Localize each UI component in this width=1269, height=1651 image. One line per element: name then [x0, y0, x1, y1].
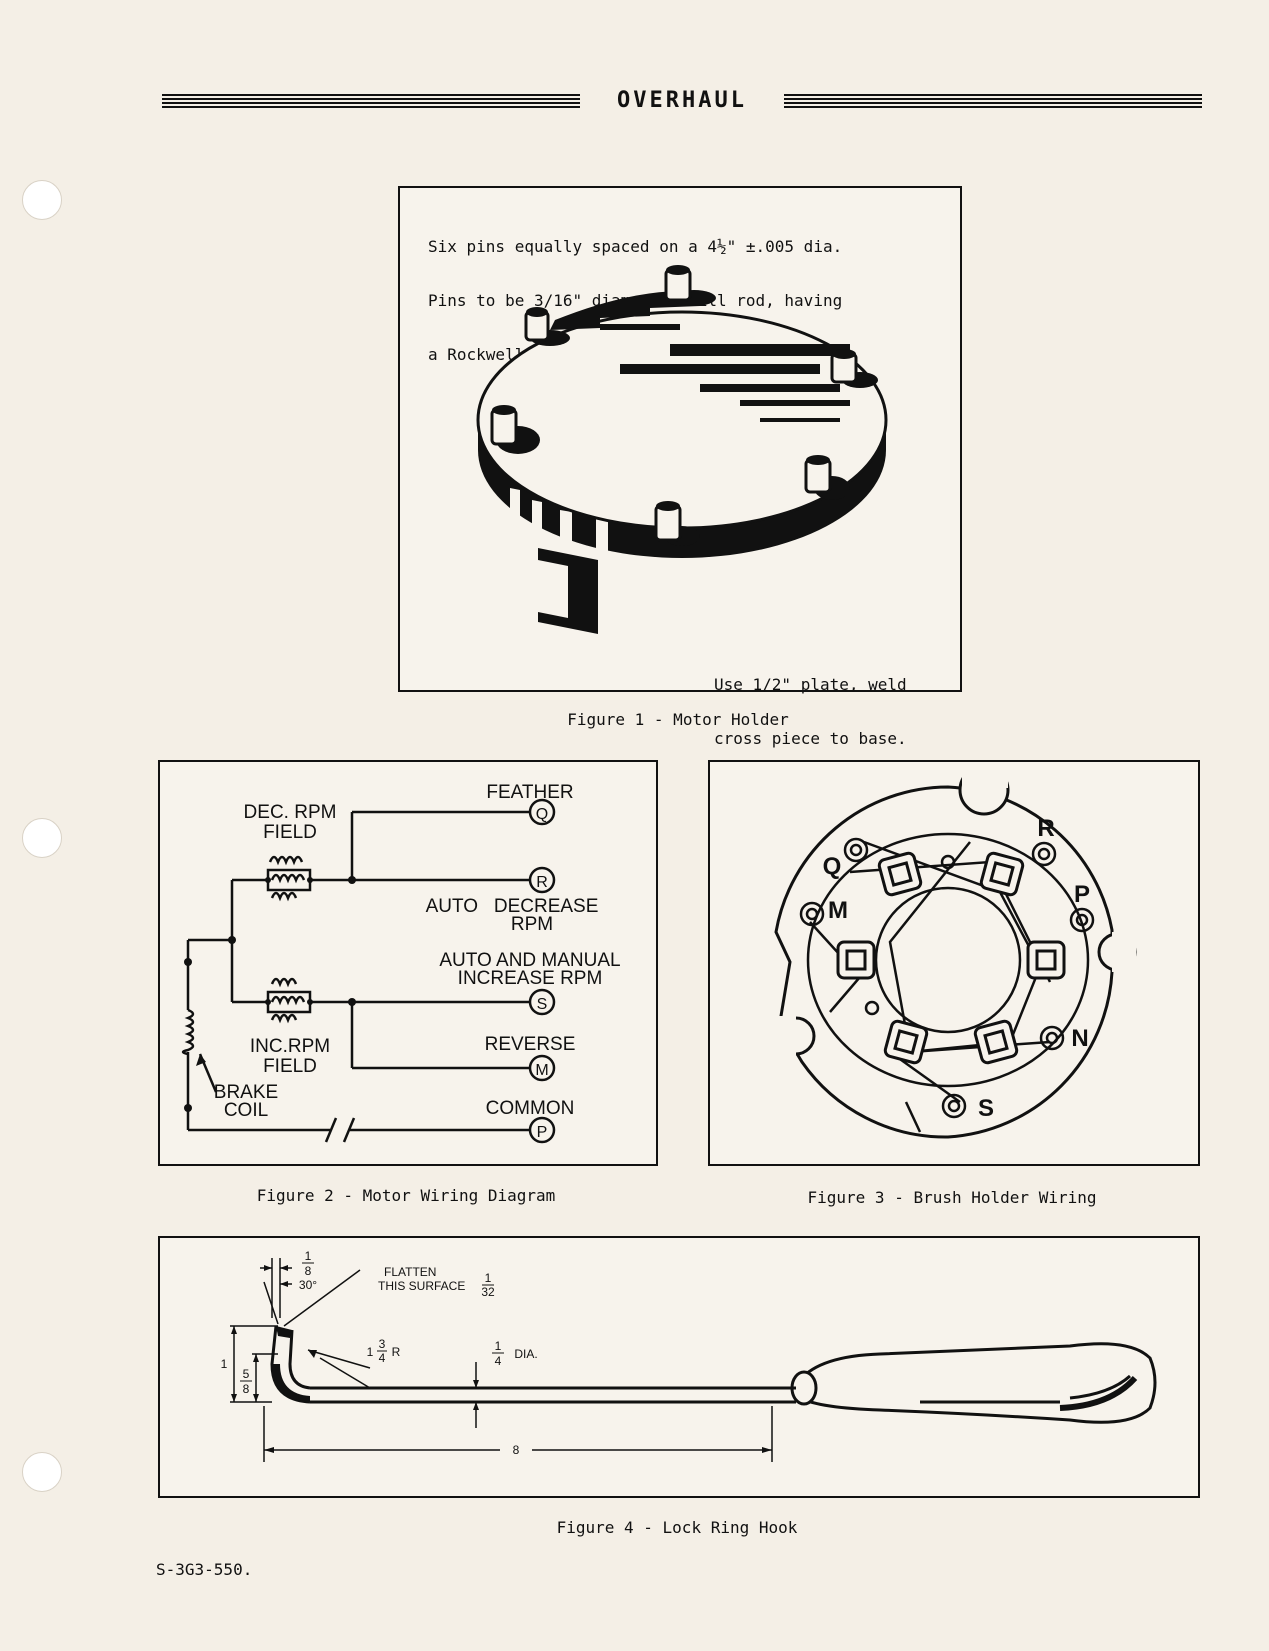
brush-holders	[836, 851, 1066, 1065]
dim-angle: 30°	[299, 1278, 317, 1292]
pin-2	[524, 307, 570, 346]
pin-6	[654, 501, 700, 546]
note-line: Use 1/2" plate, weld	[714, 675, 907, 694]
dia-num: 1	[495, 1339, 502, 1353]
terminal-r: R	[1037, 815, 1054, 842]
figure3-caption: Figure 3 - Brush Holder Wiring	[807, 1188, 1097, 1207]
label-auto-decrease: AUTO DECREASE	[426, 896, 599, 917]
figure1-caption: Figure 1 - Motor Holder	[567, 710, 789, 729]
radius-r: R	[392, 1345, 401, 1359]
header-rule-right	[784, 94, 1202, 108]
terminal-r: R	[536, 874, 548, 891]
dim-height: 1	[221, 1357, 228, 1371]
flatten-line-2: THIS SURFACE	[378, 1279, 465, 1293]
label-brake: BRAKE	[214, 1082, 278, 1103]
figure1-frame: Six pins equally spaced on a 4½" ±.005 d…	[398, 186, 962, 748]
figure4-frame: 1 8 30° FLATTEN THIS SURFACE 1 32 1 3 4 …	[158, 1236, 1200, 1498]
pin-3	[830, 349, 878, 388]
radius-den: 4	[379, 1351, 386, 1365]
motor-holder-drawing	[476, 265, 888, 634]
label-coil: COIL	[224, 1100, 268, 1121]
dim-top-num: 1	[305, 1249, 312, 1263]
terminal-q: Q	[823, 853, 842, 880]
label-dec-rpm: DEC. RPM	[244, 802, 337, 823]
flatten-num: 1	[485, 1271, 492, 1285]
radius-whole: 1	[367, 1345, 374, 1359]
terminal-m: M	[535, 1062, 548, 1079]
figure3-frame: R Q M P N S	[708, 760, 1200, 1166]
label-dec-field: FIELD	[263, 822, 317, 843]
flatten-den: 32	[481, 1285, 495, 1299]
pin-5	[804, 455, 850, 500]
motor-wiring-diagram: Q R S M P DEC. RPM FIELD FEATHER AUTO DE…	[181, 782, 621, 1144]
punch-hole-top	[22, 180, 62, 220]
label-reverse: REVERSE	[485, 1034, 576, 1055]
dia-label: DIA.	[514, 1347, 537, 1361]
dim-length: 8	[513, 1443, 520, 1457]
inner-den: 8	[243, 1382, 250, 1396]
inner-num: 5	[243, 1367, 250, 1381]
label-inc-rpm: INC.RPM	[250, 1036, 330, 1057]
flatten-line-1: FLATTEN	[384, 1265, 436, 1279]
pin-1	[664, 265, 716, 306]
terminal-p: P	[537, 1124, 548, 1141]
terminal-n: N	[1071, 1025, 1088, 1052]
punch-hole-bottom	[22, 1452, 62, 1492]
lock-ring-hook-drawing: 1 8 30° FLATTEN THIS SURFACE 1 32 1 3 4 …	[221, 1249, 1157, 1462]
label-common: COMMON	[486, 1098, 575, 1119]
page-header: OVERHAUL	[162, 88, 1202, 114]
label-inc-field: FIELD	[263, 1056, 317, 1077]
terminal-m: M	[828, 897, 848, 924]
note-line: Six pins equally spaced on a 4½" ±.005 d…	[428, 237, 843, 256]
label-increase-rpm: INCREASE RPM	[458, 968, 603, 989]
figure4-caption: Figure 4 - Lock Ring Hook	[556, 1518, 798, 1537]
figure2-caption: Figure 2 - Motor Wiring Diagram	[256, 1186, 556, 1205]
radius-num: 3	[379, 1337, 386, 1351]
page-title: OVERHAUL	[617, 88, 747, 113]
figure1-note-bottom: Use 1/2" plate, weld cross piece to base…	[714, 640, 907, 784]
brush-holder-wiring: R Q M P N S	[772, 762, 1137, 1139]
terminal-s: S	[978, 1095, 994, 1122]
document-id: S-3G3-550.	[156, 1560, 253, 1579]
figure2-frame: Q R S M P DEC. RPM FIELD FEATHER AUTO DE…	[158, 760, 658, 1166]
punch-hole-middle	[22, 818, 62, 858]
terminal-q: Q	[536, 806, 548, 823]
label-rpm: RPM	[511, 914, 553, 935]
label-feather: FEATHER	[486, 782, 573, 803]
dim-top-den: 8	[305, 1264, 312, 1278]
label-auto-manual: AUTO AND MANUAL	[439, 950, 620, 971]
terminal-p: P	[1074, 881, 1090, 908]
pin-4	[490, 405, 540, 454]
dia-den: 4	[495, 1354, 502, 1368]
header-rule-left	[162, 94, 580, 108]
terminal-s: S	[537, 996, 548, 1013]
note-line: cross piece to base.	[714, 729, 907, 748]
